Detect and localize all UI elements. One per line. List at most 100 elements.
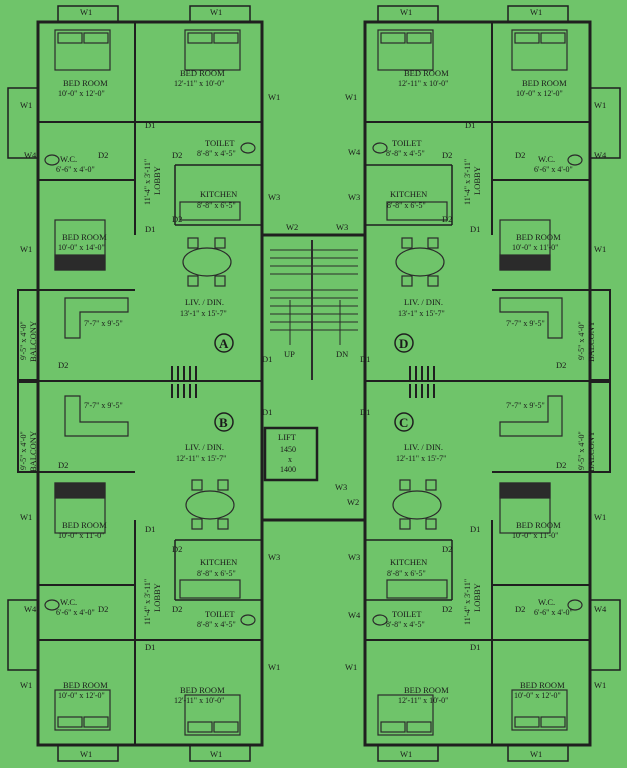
room-name: LOBBY xyxy=(152,583,162,612)
room-name: BALCONY xyxy=(28,321,38,362)
window-label: W1 xyxy=(594,244,606,254)
room-name: TOILET xyxy=(392,138,422,148)
window-label: W1 xyxy=(210,749,222,759)
door-label: D2 xyxy=(98,604,108,614)
room-dimension: 10'-0" x 11'-0" xyxy=(512,531,558,540)
door-label: D1 xyxy=(145,224,155,234)
room-dimension: 8'-8" x 6'-5" xyxy=(387,569,426,578)
room-name: LOBBY xyxy=(152,166,162,195)
room-dimension: 7'-7" x 9'-5" xyxy=(506,401,545,410)
window-label: W1 xyxy=(400,7,412,17)
room-name: W.C. xyxy=(60,597,77,607)
room-name: KITCHEN xyxy=(390,189,427,199)
room-name: BED ROOM xyxy=(180,68,225,78)
room-name: BED ROOM xyxy=(520,680,565,690)
room-dimension: 6'-6" x 4'-0" xyxy=(56,608,95,617)
door-label: D1 xyxy=(470,524,480,534)
room-name: BED ROOM xyxy=(522,78,567,88)
room-name: BED ROOM xyxy=(404,685,449,695)
window-label: W3 xyxy=(268,192,280,202)
window-label: W3 xyxy=(348,192,360,202)
room-name: BALCONY xyxy=(28,431,38,472)
flat-d-label: D xyxy=(399,336,408,351)
door-label: D1 xyxy=(145,524,155,534)
door-label: D1 xyxy=(262,407,272,417)
room-dimension: 12'-11" x 10'-0" xyxy=(174,696,224,705)
door-label: D1 xyxy=(145,120,155,130)
door-label: D2 xyxy=(58,460,68,470)
window-label: W3 xyxy=(335,482,347,492)
lift-label: LIFT xyxy=(278,432,297,442)
door-label: D2 xyxy=(172,150,182,160)
window-label: W3 xyxy=(268,552,280,562)
room-dimension: 12'-11" x 10'-0" xyxy=(398,79,448,88)
stair-down-label: DN xyxy=(336,349,348,359)
window-label: W4 xyxy=(348,147,361,157)
flat-c-label: C xyxy=(399,415,408,430)
room-name: W.C. xyxy=(60,154,77,164)
room-dimension: 7'-7" x 9'-5" xyxy=(506,319,545,328)
window-label: W1 xyxy=(400,749,412,759)
staircase xyxy=(270,240,358,380)
room-name: KITCHEN xyxy=(200,189,237,199)
opening-labels: W1 W1 W1 W1 W1 W1 W1 W1 W1 W1 W1 W1 W1 W… xyxy=(20,7,607,759)
room-dimension: 8'-8" x 4'-5" xyxy=(197,149,236,158)
room-name: LIV. / DIN. xyxy=(185,297,224,307)
window-label: W1 xyxy=(594,680,606,690)
window-label: W1 xyxy=(594,512,606,522)
room-dimension: 10'-0" x 11'-0" xyxy=(58,531,104,540)
window-label: W1 xyxy=(20,512,32,522)
room-name: W.C. xyxy=(538,597,555,607)
door-label: D2 xyxy=(442,214,452,224)
window-label: W4 xyxy=(348,610,361,620)
window-label: W1 xyxy=(20,100,32,110)
door-label: D2 xyxy=(98,150,108,160)
room-dimension: 12'-11" x 10'-0" xyxy=(174,79,224,88)
window-label: W3 xyxy=(348,552,360,562)
window-label: W1 xyxy=(530,7,542,17)
room-dimension: 11'-4" x 3'-11" xyxy=(463,159,472,205)
door-label: D2 xyxy=(58,360,68,370)
room-dimension: 9'-5" x 4'-0" xyxy=(577,321,586,360)
room-labels: BED ROOM 10'-0" x 12'-0" BED ROOM 12'-11… xyxy=(19,68,596,705)
door-label: D2 xyxy=(172,214,182,224)
room-name: LIV. / DIN. xyxy=(185,442,224,452)
room-name: BED ROOM xyxy=(404,68,449,78)
room-dimension: 13'-1" x 15'-7" xyxy=(180,309,227,318)
window-label: W1 xyxy=(80,7,92,17)
window-label: W3 xyxy=(336,222,348,232)
room-dimension: 9'-5" x 4'-0" xyxy=(19,321,28,360)
room-name: BED ROOM xyxy=(516,232,561,242)
window-label: W4 xyxy=(24,150,37,160)
window-label: W1 xyxy=(530,749,542,759)
room-name: TOILET xyxy=(205,609,235,619)
room-name: BED ROOM xyxy=(62,232,107,242)
window-label: W1 xyxy=(345,662,357,672)
door-label: D2 xyxy=(556,460,566,470)
door-label: D2 xyxy=(442,544,452,554)
room-name: BED ROOM xyxy=(516,520,561,530)
room-name: LOBBY xyxy=(472,583,482,612)
window-label: W1 xyxy=(80,749,92,759)
room-name: W.C. xyxy=(538,154,555,164)
room-name: KITCHEN xyxy=(200,557,237,567)
door-label: D1 xyxy=(262,354,272,364)
door-label: D1 xyxy=(465,120,475,130)
room-dimension: 10'-0" x 12'-0" xyxy=(514,691,561,700)
door-label: D2 xyxy=(515,150,525,160)
room-dimension: 12'-11" x 15'-7" xyxy=(176,454,226,463)
room-dimension: 10'-0" x 12'-0" xyxy=(58,691,105,700)
lift: LIFT 1450 x 1400 xyxy=(278,432,297,474)
door-label: D1 xyxy=(470,642,480,652)
room-name: BALCONY xyxy=(586,431,596,472)
room-dimension: 11'-4" x 3'-11" xyxy=(143,579,152,625)
room-dimension: 10'-0" x 14'-0" xyxy=(58,243,105,252)
room-dimension: 12'-11" x 10'-0" xyxy=(398,696,448,705)
room-dimension: 10'-0" x 12'-0" xyxy=(58,89,105,98)
door-label: D1 xyxy=(360,407,370,417)
room-dimension: 12'-11" x 15'-7" xyxy=(396,454,446,463)
flat-a-label: A xyxy=(219,336,229,351)
window-label: W1 xyxy=(268,662,280,672)
window-label: W4 xyxy=(594,150,607,160)
